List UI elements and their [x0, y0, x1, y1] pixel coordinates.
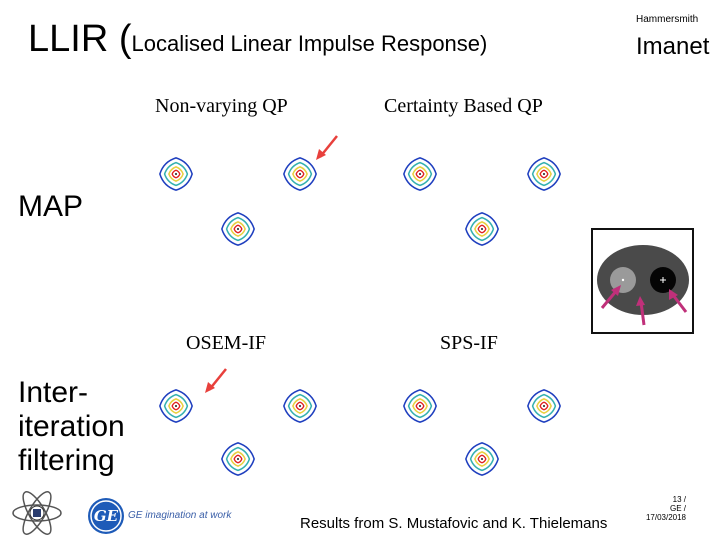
- label-sps-if: SPS-IF: [440, 332, 498, 354]
- impulse-response-blob: [157, 155, 195, 193]
- phantom-image: [591, 228, 694, 334]
- impulse-response-blob: [463, 210, 501, 248]
- impulse-response-blob: [525, 155, 563, 193]
- impulse-response-blob: [219, 210, 257, 248]
- impulse-response-blob: [401, 387, 439, 425]
- title-subtitle: Localised Linear Impulse Response): [131, 31, 488, 56]
- impulse-response-blob: [463, 440, 501, 478]
- ge-logo-icon: [88, 498, 124, 534]
- row-label-inter-iteration: Inter- iteration filtering: [18, 376, 125, 477]
- impulse-response-blob: [157, 387, 195, 425]
- slide-title: LLIR (Localised Linear Impulse Response): [28, 20, 487, 58]
- atom-logo: [12, 491, 62, 535]
- impulse-response-blob: [281, 387, 319, 425]
- impulse-response-blob: [401, 155, 439, 193]
- title-main: LLIR (: [28, 18, 132, 60]
- label-osem-if: OSEM-IF: [186, 332, 267, 354]
- row-label-map: MAP: [18, 190, 84, 223]
- org-large: Imanet: [636, 33, 710, 60]
- footer-credit: Results from S. Mustafovic and K. Thiele…: [300, 515, 608, 532]
- ge-monogram: GE: [93, 507, 119, 525]
- label-certainty-qp: Certainty Based QP: [384, 95, 543, 117]
- page-number: 13 / GE / 17/03/2018: [645, 495, 686, 522]
- label-nonvarying-qp: Non-varying QP: [155, 95, 288, 117]
- phantom-illustration: [597, 245, 689, 326]
- org-small: Hammersmith: [636, 14, 699, 25]
- red-arrow: [203, 366, 229, 394]
- impulse-response-blob: [525, 387, 563, 425]
- impulse-response-blob: [219, 440, 257, 478]
- red-arrow: [314, 133, 340, 161]
- ge-tagline: GE imagination at work: [128, 510, 232, 521]
